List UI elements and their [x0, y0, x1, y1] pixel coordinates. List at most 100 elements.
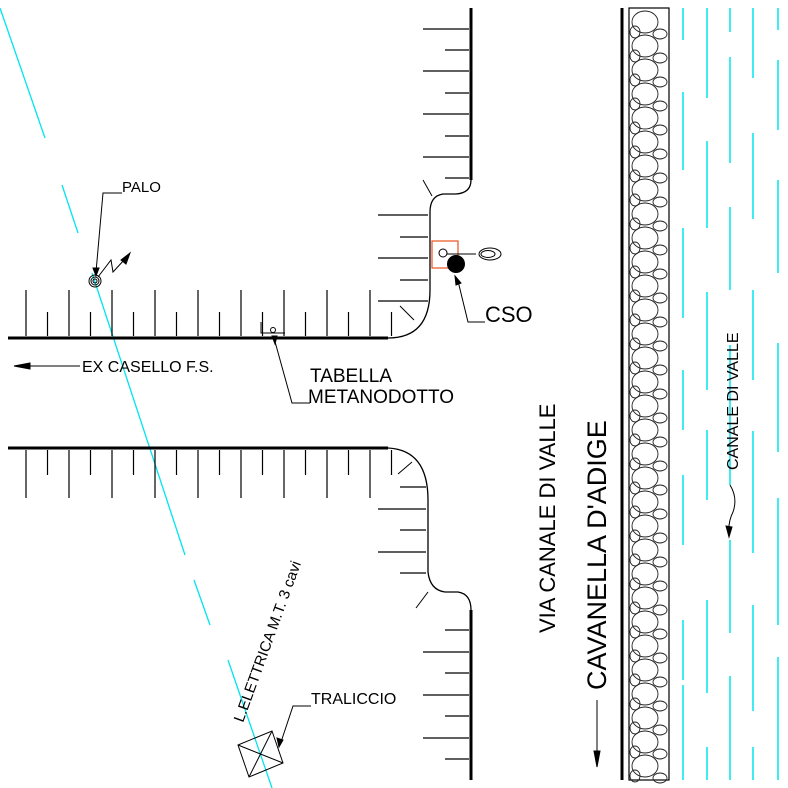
stone: [629, 25, 641, 39]
stone: [652, 748, 668, 760]
stone: [652, 52, 668, 64]
stone: [652, 532, 668, 544]
stone: [652, 484, 668, 496]
stone: [629, 697, 641, 711]
canal-label: CANALE DI VALLE: [725, 332, 742, 470]
stone: [629, 625, 641, 639]
direction-arrow-left-icon: [13, 362, 80, 370]
stone: [629, 121, 641, 135]
stone: [631, 130, 659, 154]
stone: [631, 706, 659, 730]
stone: [652, 244, 668, 256]
stone: [652, 700, 668, 712]
stone: [652, 388, 668, 400]
palo-leader: [92, 192, 122, 278]
stone: [652, 100, 668, 112]
direction-destination-label: CAVANELLA D'ADIGE: [582, 420, 612, 690]
stone: [631, 322, 659, 346]
ex-casello-label: EX CASELLO F.S.: [82, 359, 214, 376]
stone: [631, 634, 659, 658]
stone: [629, 193, 641, 207]
stone: [631, 250, 659, 274]
stone: [652, 268, 668, 280]
sign-marker-icon: [260, 322, 285, 334]
stone: [652, 628, 668, 640]
road-name-label: VIA CANALE DI VALLE: [535, 404, 560, 633]
stone: [631, 298, 659, 322]
stone: [652, 124, 668, 136]
stone: [629, 385, 641, 399]
stone: [652, 196, 668, 208]
stone: [629, 337, 641, 351]
flow-direction-icon: [725, 484, 736, 539]
stone: [629, 721, 641, 735]
stone: [652, 676, 668, 688]
stone: [652, 340, 668, 352]
stone: [652, 724, 668, 736]
pylon-icon: [237, 730, 284, 778]
cso-leader: [454, 274, 485, 323]
stone: [652, 412, 668, 424]
stone: [631, 346, 659, 370]
stone: [652, 556, 668, 568]
stone: [631, 106, 659, 130]
stone: [629, 481, 641, 495]
stone: [652, 580, 668, 592]
cso-symbol: [431, 240, 502, 273]
stone: [629, 673, 641, 687]
stone: [652, 172, 668, 184]
stone: [652, 460, 668, 472]
stone: [629, 433, 641, 447]
stone: [631, 82, 659, 106]
stone: [631, 10, 659, 34]
stone: [631, 442, 659, 466]
stone: [629, 169, 641, 183]
upper-road-ticks: [25, 290, 393, 336]
stone: [652, 76, 668, 88]
stone: [631, 490, 659, 514]
stone: [652, 316, 668, 328]
stone: [631, 202, 659, 226]
stone: [652, 508, 668, 520]
stone: [652, 148, 668, 160]
stone: [631, 154, 659, 178]
tabella-leader: [271, 335, 310, 404]
upper-curb: [387, 8, 473, 339]
cso-label: CSO: [485, 302, 533, 327]
valve-icon: [438, 247, 502, 261]
stone: [629, 457, 641, 471]
traliccio-leader: [276, 705, 311, 749]
stone: [629, 769, 641, 783]
stone: [631, 610, 659, 634]
stone: [631, 394, 659, 418]
stone: [629, 553, 641, 567]
stone: [629, 649, 641, 663]
stone: [629, 145, 641, 159]
stone: [629, 73, 641, 87]
power-line-label: L.ELETTRICA M.T. 3 cavi: [231, 559, 305, 725]
stone: [631, 514, 659, 538]
lower-road-edge: [8, 446, 473, 780]
stone: [629, 265, 641, 279]
stone: [631, 658, 659, 682]
stone: [629, 241, 641, 255]
stone: [631, 58, 659, 82]
palo-label: PALO: [122, 179, 161, 196]
stone: [631, 754, 659, 778]
stone: [629, 361, 641, 375]
stone: [631, 274, 659, 298]
stone: [629, 97, 641, 111]
stone: [629, 529, 641, 543]
lower-road-ticks: [25, 450, 469, 760]
stone: [652, 772, 668, 784]
stone: [652, 436, 668, 448]
stone: [631, 178, 659, 202]
stone: [629, 745, 641, 759]
stone: [631, 466, 659, 490]
stone: [652, 292, 668, 304]
stone: [631, 226, 659, 250]
power-line: [0, 7, 273, 788]
canal-water: [682, 8, 779, 780]
stone: [629, 409, 641, 423]
